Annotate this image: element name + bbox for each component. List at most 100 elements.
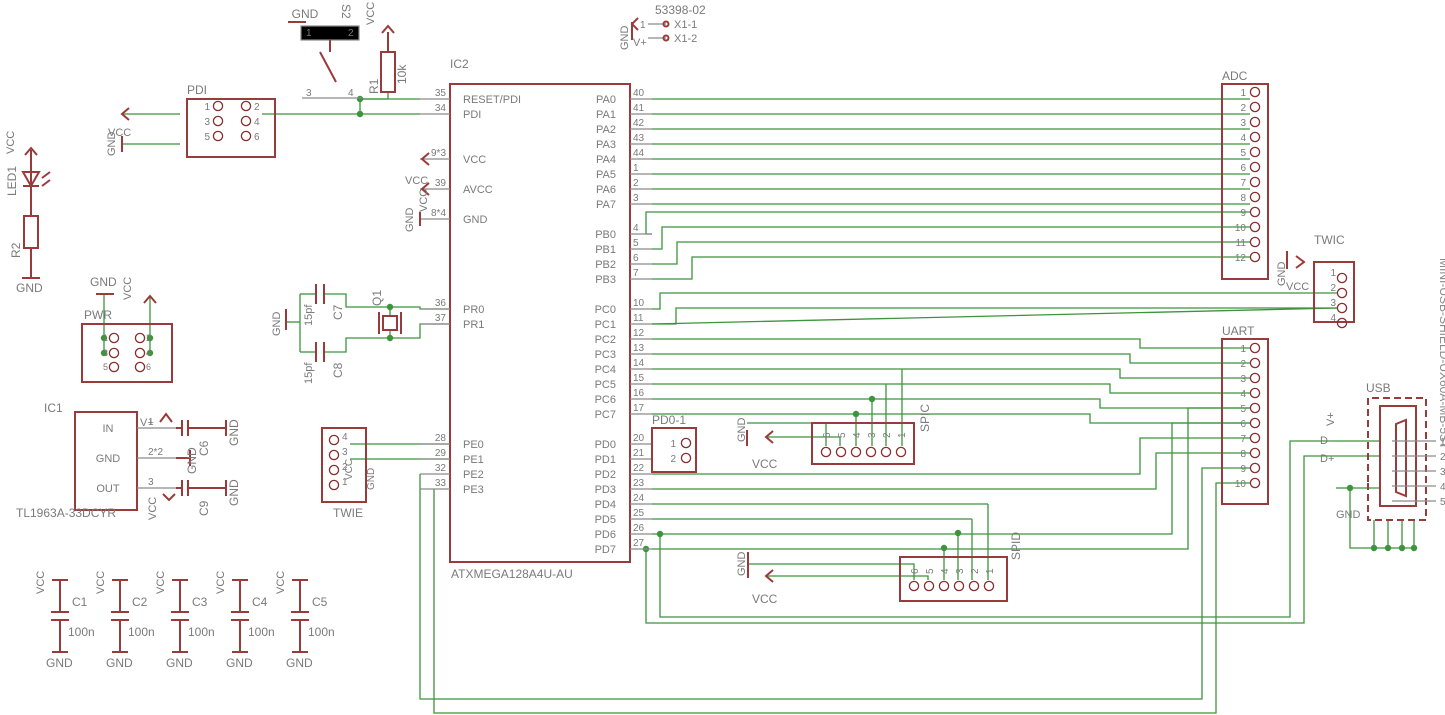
adc-pad [1249, 131, 1261, 143]
decoupling-gnd-label: GND [226, 656, 253, 670]
ic2-right-pin-label: PC1 [595, 319, 616, 331]
twie-pin-number: 1 [342, 477, 348, 488]
uart-pad [1249, 447, 1261, 459]
spid-pad [938, 580, 950, 592]
ic2-right-pin-label: PD1 [595, 454, 616, 466]
pdi-pin-number: 5 [204, 132, 210, 143]
spid-pin-number: 6 [910, 568, 921, 574]
ic2-right-pin-number: 17 [633, 403, 645, 414]
s2-pin-1: 1 [306, 28, 312, 39]
pdi-vcc-arrow [120, 107, 130, 121]
adc-pin-number: 2 [1240, 103, 1246, 114]
pdi-vcc-label: VCC [108, 127, 131, 139]
twic-pin-number: 4 [1330, 313, 1336, 324]
pdi-pad [212, 130, 224, 142]
adc-pad [1249, 251, 1261, 263]
wire-spic-vcc [766, 436, 841, 446]
adc-pad [1249, 191, 1261, 203]
r2-resistor [23, 215, 39, 249]
pd01-pin-number: 1 [670, 439, 676, 450]
twic-gnd-label: GND [1276, 262, 1288, 287]
uart-pad [1249, 372, 1261, 384]
pd01-pad [680, 452, 692, 464]
uart-pad [1249, 402, 1261, 414]
ic2-right-pin-label: PA3 [596, 139, 616, 151]
uart-pad [1249, 462, 1261, 474]
twic-pad [1336, 302, 1348, 314]
twic-pad [1336, 317, 1348, 329]
decoupling-cap-name: C2 [132, 595, 148, 609]
pwr-pad [134, 361, 146, 373]
pd01-pin-number: 2 [670, 454, 676, 465]
pdi-pad [240, 130, 252, 142]
ic2-avcc-label: VCC [405, 175, 428, 187]
pdi-header-name: PDI [187, 83, 207, 97]
decoupling-cap-name: C3 [192, 595, 208, 609]
ic1-gnd-label: GND [185, 447, 199, 474]
junction-dot [100, 334, 108, 342]
spid-pad [908, 580, 920, 592]
ic2-right-pin-label: PA5 [596, 169, 616, 181]
pwr-vcc-arrow [143, 294, 157, 304]
decoupling-vcc-label: VCC [95, 571, 107, 594]
uart-pin-number: 4 [1240, 389, 1246, 400]
wire-pc7-to-uart [652, 413, 1250, 424]
decoupling-cap-value: 100n [128, 625, 155, 639]
x1-1-label: X1-1 [674, 19, 697, 31]
led-gnd-label: GND [16, 281, 43, 295]
decoupling-gnd-label: GND [46, 656, 73, 670]
ic2-right-pin-label: PC7 [595, 409, 616, 421]
wire-pe2-to-uart [419, 467, 1250, 700]
c9-gnd-label: GND [227, 479, 241, 506]
ic2-right-pin-number: 11 [633, 313, 644, 324]
pdi-pad [212, 115, 224, 127]
pdi-pin-number: 2 [254, 102, 260, 113]
ic2-left-pin-label: PE3 [463, 484, 484, 496]
junction-dot [146, 334, 154, 342]
spic-header-body [811, 422, 915, 465]
spic-pad [850, 446, 862, 458]
ic2-left-pin-number: 8*4 [431, 208, 446, 219]
spic-gnd-label: GND [736, 418, 748, 443]
twie-pin-number: 4 [342, 432, 348, 443]
wire-usb-vplus [659, 440, 1380, 618]
uart-pad [1249, 417, 1261, 429]
spid-pin-number: 4 [940, 568, 951, 574]
ic2-right-pin-number: 43 [633, 133, 645, 144]
ic2-left-pin-label: AVCC [463, 184, 493, 196]
decoupling-cap-value: 100n [68, 625, 95, 639]
ic2-gnd-label: GND [404, 208, 416, 233]
ic2-right-pin-label: PA4 [596, 154, 616, 166]
wire-pd7-to-uart [652, 407, 1250, 550]
ic2-right-pin-label: PA0 [596, 94, 616, 106]
wire-usb-gnd-bus [1349, 488, 1414, 549]
ic2-right-pin-number: 7 [633, 268, 639, 279]
twie-gnd-label: GND [366, 468, 377, 490]
ic1-pin-label: GND [96, 453, 121, 465]
wire-spic-gnd [747, 422, 827, 446]
twic-pin-number: 2 [1330, 283, 1336, 294]
ic2-body [449, 83, 631, 563]
c8-name: C8 [331, 362, 345, 378]
spic-pad [835, 446, 847, 458]
spic-pin-number: 1 [897, 432, 908, 438]
x1-pin1-dot [662, 20, 670, 28]
ic2-right-pin-number: 26 [633, 523, 645, 534]
spic-pin-number: 2 [882, 432, 893, 438]
ic2-right-pin-label: PC0 [595, 304, 616, 316]
ic2-left-pin-number: 39 [435, 178, 447, 189]
spid-gnd-label: GND [736, 552, 748, 577]
pwr-pad [108, 347, 120, 359]
crystal-body [382, 315, 398, 331]
junction-dot [1398, 544, 1406, 552]
adc-pad [1249, 86, 1261, 98]
ic1-pin-number: 3 [148, 477, 154, 488]
junction-dot [1410, 544, 1418, 552]
pwr-header-name: PWR [84, 308, 112, 322]
ic2-right-pin-number: 40 [633, 88, 645, 99]
wire-pd3-to-uart [652, 452, 1250, 490]
ic2-right-pin-label: PD7 [595, 544, 616, 556]
led-name: LED1 [5, 166, 19, 196]
junction-dot [386, 334, 394, 342]
adc-pin-number: 8 [1240, 193, 1246, 204]
